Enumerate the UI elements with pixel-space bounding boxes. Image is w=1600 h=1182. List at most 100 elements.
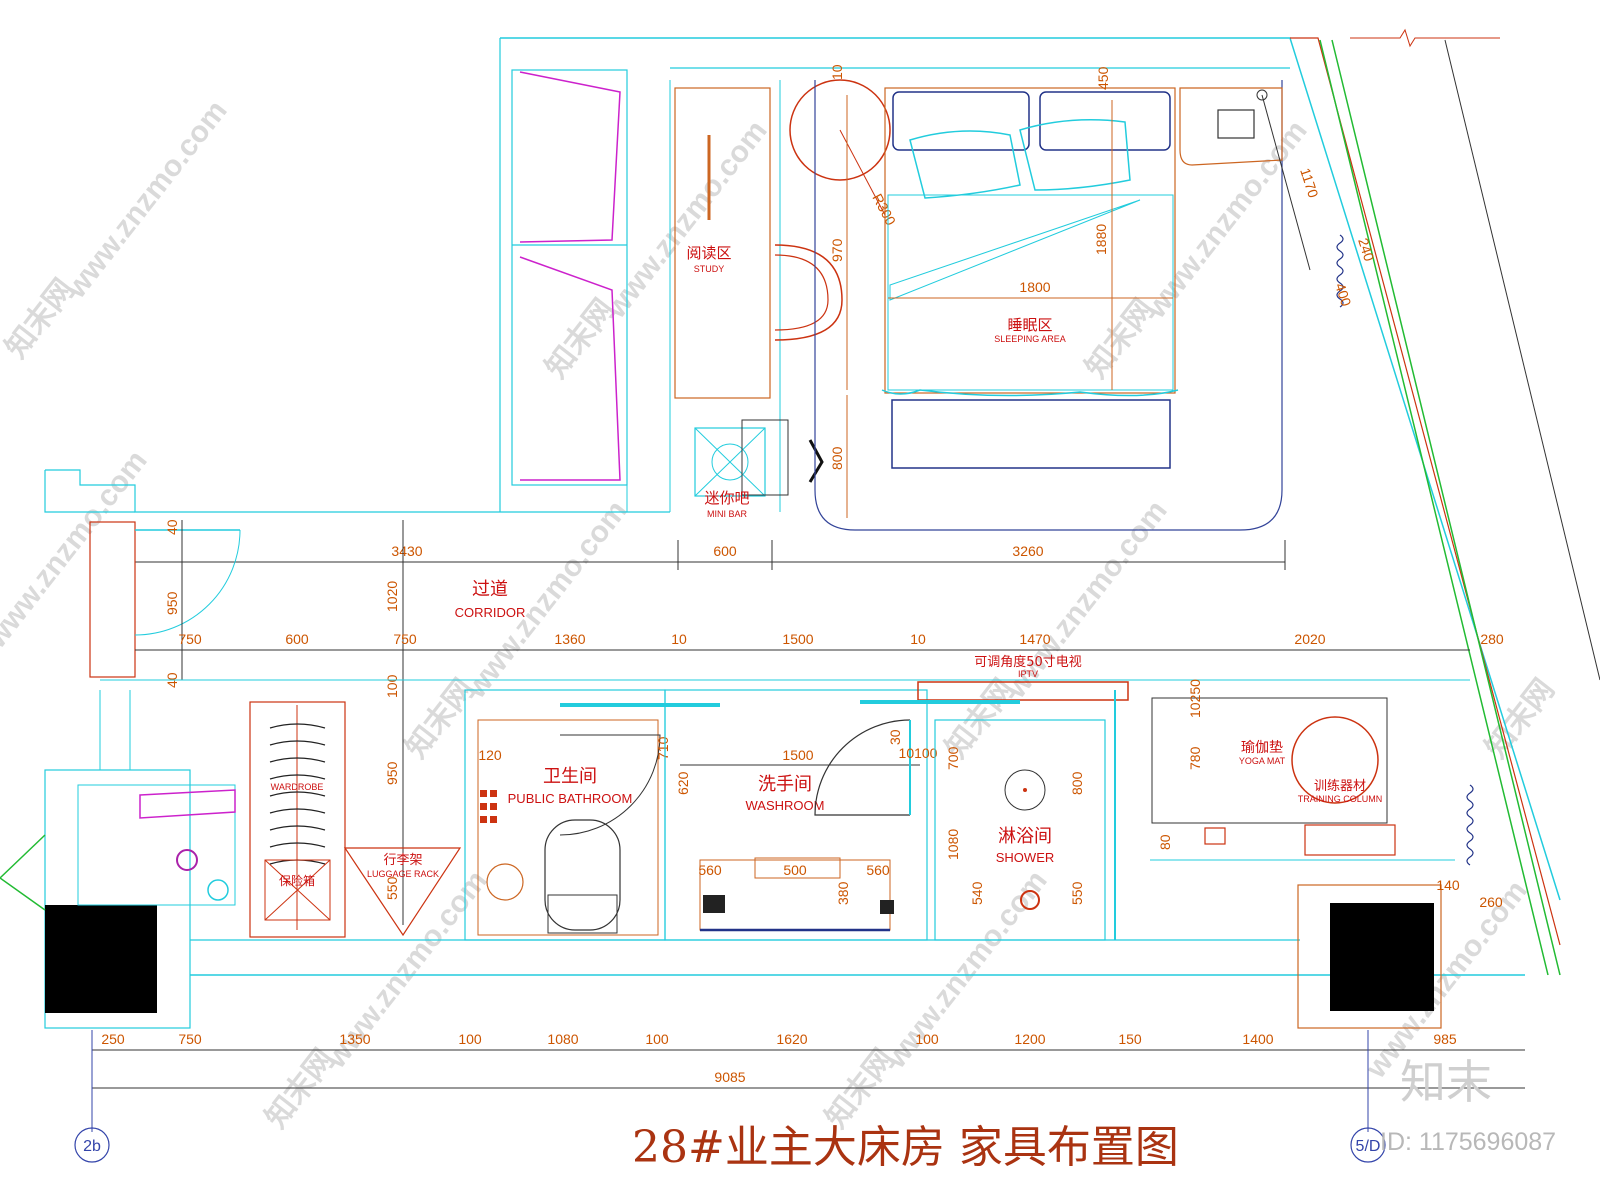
dim-row2-9: 280 [1480,631,1504,647]
luggage-rack [343,847,462,937]
fixture-icon [176,849,198,871]
study-chair-inner [774,254,829,331]
label-yoga-en: YOGA MAT [1239,756,1286,766]
curtain-icon [1336,234,1344,308]
dim-row2-2: 750 [393,631,417,647]
cushion-left [909,130,1021,199]
label-washroom-cn: 洗手间 [758,774,812,795]
sink-icon [703,895,725,913]
break-line [1350,28,1500,48]
label-yoga-cn: 瑜伽垫 [1241,740,1283,756]
dim-1170: 1170 [1297,166,1322,200]
hangers [269,723,326,865]
dim-row2-8: 2020 [1294,631,1325,647]
outer-line [1444,39,1600,681]
study-chair [774,244,843,341]
dim-80: 80 [1157,834,1173,850]
label-minibar-en: MINI BAR [707,509,748,519]
desk-chair [1204,827,1226,845]
lamp-icon [1256,89,1268,101]
dim-550: 550 [384,876,400,900]
dim-row1-1: 600 [713,543,737,559]
bed-fold [889,199,1141,301]
label-tv-en: IPTV [1018,669,1038,679]
dim-400: 400 [1332,281,1355,308]
grid-label-2b: 2b [83,1138,101,1155]
tv-unit [917,681,1129,701]
structural-column-right [1330,903,1434,1011]
dim-row1-0: 3430 [391,543,422,559]
dim-540: 540 [969,881,985,905]
dim-560b: 560 [866,862,890,878]
dim-corr-1020: 1020 [384,581,400,612]
training-column [1291,716,1379,804]
dim-560a: 560 [698,862,722,878]
dim-row1-2: 3260 [1012,543,1043,559]
wall-line [45,469,500,513]
towel-rack-icon [480,790,497,823]
bed-edge [881,389,1179,397]
dim-800b: 800 [1069,771,1085,795]
shower-valve-icon [1020,890,1040,910]
label-luggage-en: LUGGAGE RACK [367,869,439,879]
watermark-site-3: www.znzmo.com [1139,114,1314,325]
watermark-site-1: www.znzmo.com [59,94,234,305]
glazing-line [1319,39,1561,976]
column-left-frame [44,769,191,1029]
label-shower-en: SHOWER [996,850,1055,865]
label-bathroom-cn: 卫生间 [543,766,597,787]
nightstand [1179,87,1283,166]
watermark-site-2: www.znzmo.com [599,114,774,325]
dim-380: 380 [835,881,851,905]
dim-bottom-2: 1350 [339,1031,370,1047]
dim-100: 100 [384,674,400,698]
label-study-cn: 阅读区 [686,244,731,262]
dim-wash-1500: 1500 [782,747,813,763]
toilet-tank [547,894,618,934]
dim-780: 780 [1187,746,1203,770]
label-sleeping-en: SLEEPING AREA [994,334,1066,344]
door-swing-green [0,834,46,911]
watermark-id: ID: 1175696087 [1380,1128,1556,1156]
bed-sheet [887,194,1174,391]
dim-500: 500 [783,862,807,878]
dim-row2-3: 1360 [554,631,585,647]
washroom-door-swing [814,719,911,816]
dim-10250: 10250 [1187,679,1203,718]
dim-row2-7: 1470 [1019,631,1050,647]
pillow-left [892,91,1030,151]
drawing-title: 28#业主大床房 家具布置图 [632,1122,1179,1173]
dim-800: 800 [829,446,845,470]
label-washroom-en: WASHROOM [746,798,825,813]
label-study-en: STUDY [694,264,725,274]
dim-bottom-10: 1400 [1242,1031,1273,1047]
label-safe-cn: 保险箱 [279,873,315,888]
leader-line [1261,94,1311,271]
mini-bar [694,427,766,497]
dim-bottom-5: 100 [645,1031,669,1047]
closet-frame [77,784,236,906]
dim-bottom-7: 100 [915,1031,939,1047]
watermark-brand-7: 知末网 [1480,673,1561,764]
structural-column-left [45,905,157,1013]
dim-700: 700 [945,746,961,770]
bedroom-area [814,80,1283,531]
label-corridor-en: CORRIDOR [455,605,526,620]
column-right-frame [1297,884,1442,1029]
dim-row2-4: 10 [671,631,687,647]
dim-row2-1: 600 [285,631,309,647]
dim-bottom-4: 1080 [547,1031,578,1047]
toilet-icon [544,819,621,931]
watermark-logo: 知末 [1400,1055,1492,1109]
bathroom-bin [486,863,524,901]
dim-bottom-6: 1620 [776,1031,807,1047]
dim-10-top: 10 [829,64,845,80]
label-luggage-cn: 行李架 [383,853,422,868]
label-minibar-cn: 迷你吧 [704,489,749,507]
dim-10100: 10100 [899,745,938,761]
label-wardrobe-en: WARDROBE [271,782,324,792]
bathroom-door-swing [559,734,661,836]
wall-line [99,679,1470,770]
label-training-en: TRAINING COLUMN [1298,794,1383,804]
grid-label-5d: 5/D [1356,1138,1381,1155]
